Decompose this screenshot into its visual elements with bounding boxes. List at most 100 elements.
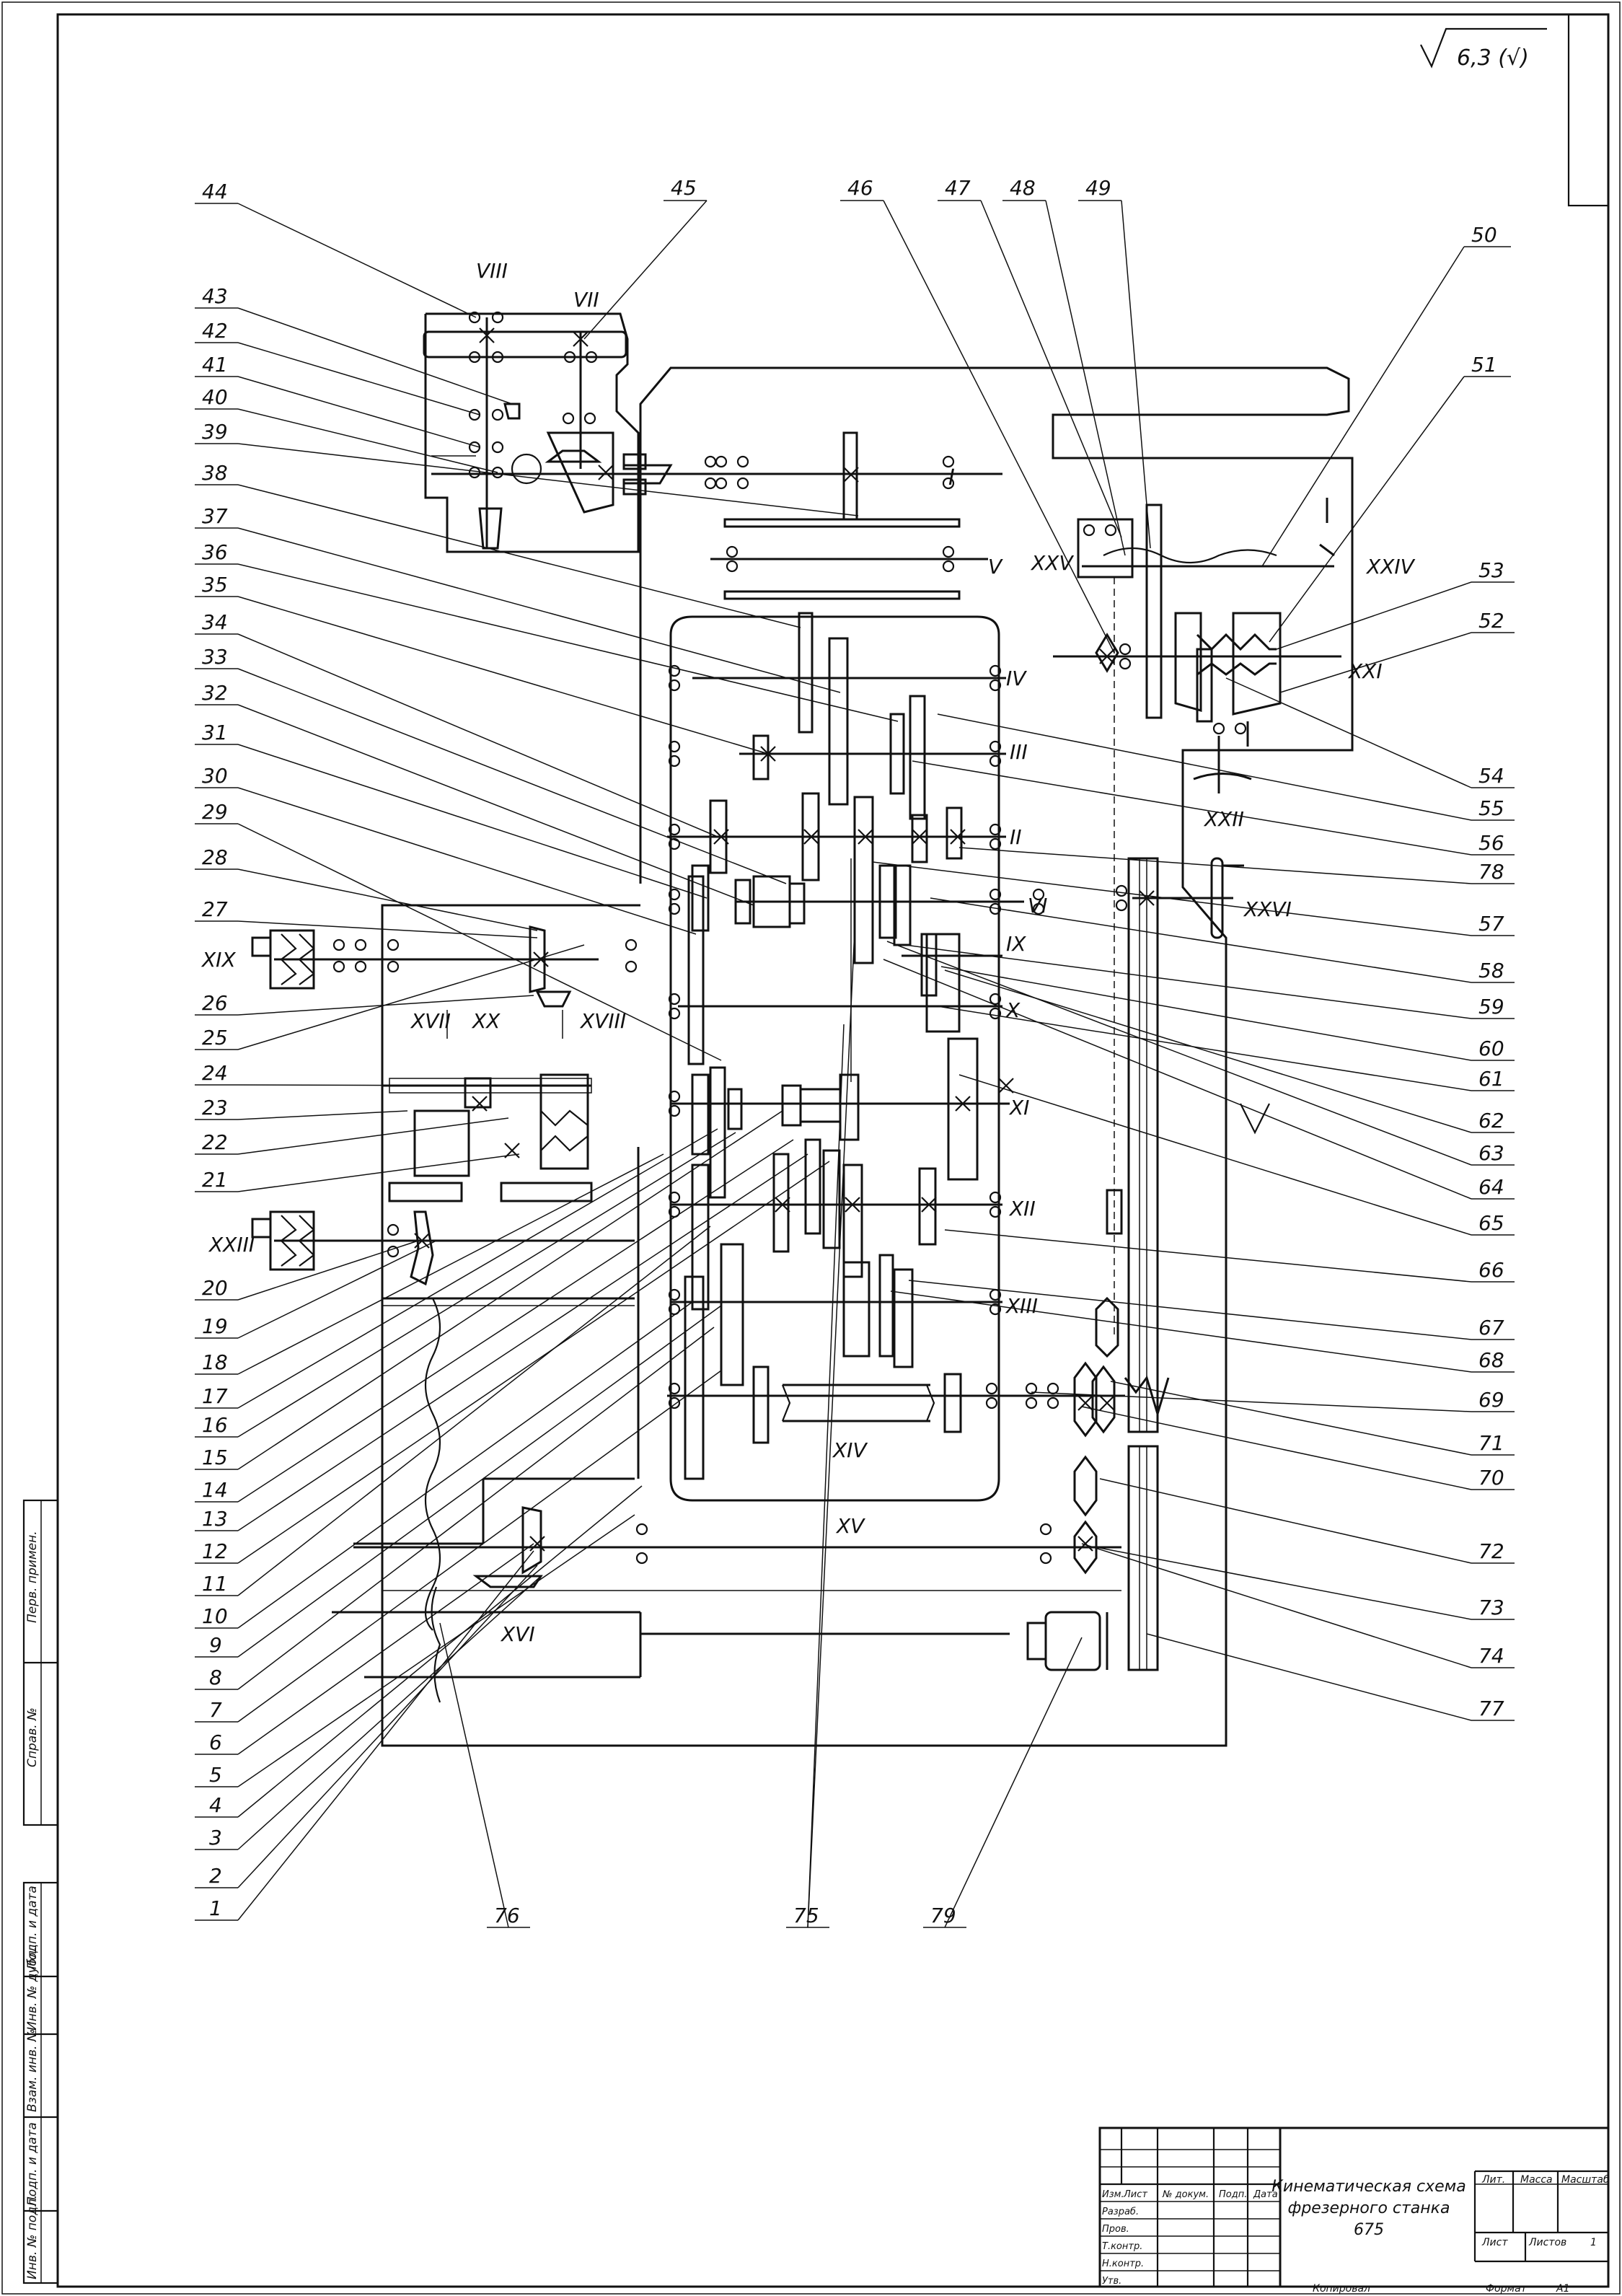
leader-line [886,941,1472,1166]
part-label-40: 40 [202,385,228,409]
part-label-1: 1 [209,1896,222,1920]
leader-line [237,704,754,906]
part-label-20: 20 [202,1276,228,1300]
leader-line [237,744,708,899]
leader-line [1096,1547,1472,1620]
part-label-73: 73 [1478,1596,1504,1619]
shaft-label-XV: XV [835,1514,865,1538]
leader-line [237,1575,542,1850]
part-label-62: 62 [1478,1109,1504,1132]
leader-line [237,1110,408,1120]
leader-line [237,1153,520,1192]
leader-line [439,1622,509,1928]
leader-line [237,596,769,755]
tb-lit: Лит. [1481,2174,1505,2186]
leader-line [237,484,801,628]
leader-line [237,1117,509,1155]
leader-line [1276,581,1472,650]
part-label-50: 50 [1471,223,1497,247]
leader-line [237,1110,783,1470]
leader-line [237,376,480,448]
leader-line [937,713,1472,821]
leader-line [912,760,1472,855]
tb-massa: Масса [1520,2174,1553,2186]
shaft-label-XXIV: XXIV [1365,555,1416,579]
shaft-label-XXVI: XXVI [1243,897,1292,921]
part-label-7: 7 [209,1698,222,1722]
part-label-4: 4 [209,1793,222,1817]
tb-row-tkontr: Т.контр. [1102,2241,1142,2252]
part-label-6: 6 [209,1730,222,1754]
drawing-frame [56,13,1610,2288]
shaft-label-XIII: XIII [1005,1294,1038,1318]
leader-line [940,966,1472,1061]
part-label-42: 42 [202,319,228,343]
leader-line [237,1305,722,1658]
part-label-25: 25 [202,1026,228,1050]
stamp-podp-data-2: Подп. и дата [25,2122,40,2206]
leader-line [1110,1381,1472,1456]
shaft-label-II: II [1010,825,1022,849]
leader-line [872,861,1472,936]
tb-kopiroval: Копировал [1313,2283,1370,2295]
input-units [251,929,315,1271]
tb-col-list: Лист [1123,2189,1147,2200]
leader-line [237,1327,715,1690]
part-label-69: 69 [1478,1388,1504,1412]
leader-line [958,1074,1472,1236]
part-label-75: 75 [793,1904,819,1927]
leader-line [237,920,538,938]
stamp-vzam-inv: Взам. инв. № [25,2029,40,2112]
part-labels: 44 43 42 41 40 39 38 37 36 35 34 33 32 3… [195,176,1515,1928]
tb-format-value: А1 [1556,2283,1569,2295]
part-label-37: 37 [202,504,228,528]
leader-line [237,668,787,884]
part-label-35: 35 [202,573,228,597]
leader-line [583,200,708,340]
stamp-podp-data-1: Подп. и дата [25,1886,40,1969]
part-label-2: 2 [209,1864,222,1888]
leader-lines [237,200,1472,1928]
tb-col-sign: Подп. [1219,2189,1247,2200]
leader-line [904,944,1472,1019]
leader-line [237,1128,718,1409]
leader-line [237,633,718,837]
leader-line [237,408,498,473]
part-label-29: 29 [202,800,228,824]
part-label-22: 22 [202,1130,228,1154]
shaft-label-XXV: XXV [1030,551,1074,575]
leader-line [237,1543,534,1755]
tb-masshtab: Масштаб [1561,2174,1610,2186]
leader-line [1225,677,1472,788]
tb-col-date: Дата [1253,2189,1278,2200]
shaft-labels: I II III IV V VI VII VIII IX X XI XII XI… [200,259,1416,1646]
misc-parts [382,453,1335,1703]
tb-title-line3: 675 [1354,2221,1384,2239]
part-label-14: 14 [202,1478,228,1502]
leader-line [1269,376,1465,643]
shaft-label-XII: XII [1008,1197,1036,1220]
part-label-44: 44 [202,180,228,203]
part-label-55: 55 [1478,796,1504,820]
part-label-70: 70 [1478,1466,1504,1490]
leader-line [237,1161,830,1564]
leader-line [1261,246,1465,567]
shaft-xiv [781,1384,935,1422]
stamp-inv-dubl: Инв. № дубл. [25,1947,40,2031]
part-label-19: 19 [202,1314,228,1338]
part-label-38: 38 [202,461,228,485]
tb-format: Формат [1486,2283,1528,2295]
leader-line [237,443,859,516]
shaft-label-XXIII: XXIII [208,1233,255,1257]
leader-line [237,1240,419,1301]
leader-line [237,944,585,1050]
part-label-58: 58 [1478,959,1504,982]
leader-line [937,1006,1472,1091]
part-label-74: 74 [1478,1644,1504,1668]
leader-line [237,1139,794,1503]
leader-line [237,342,480,415]
part-label-76: 76 [494,1904,520,1927]
shaft-label-XX: XX [471,1009,501,1033]
leader-line [883,959,1472,1200]
